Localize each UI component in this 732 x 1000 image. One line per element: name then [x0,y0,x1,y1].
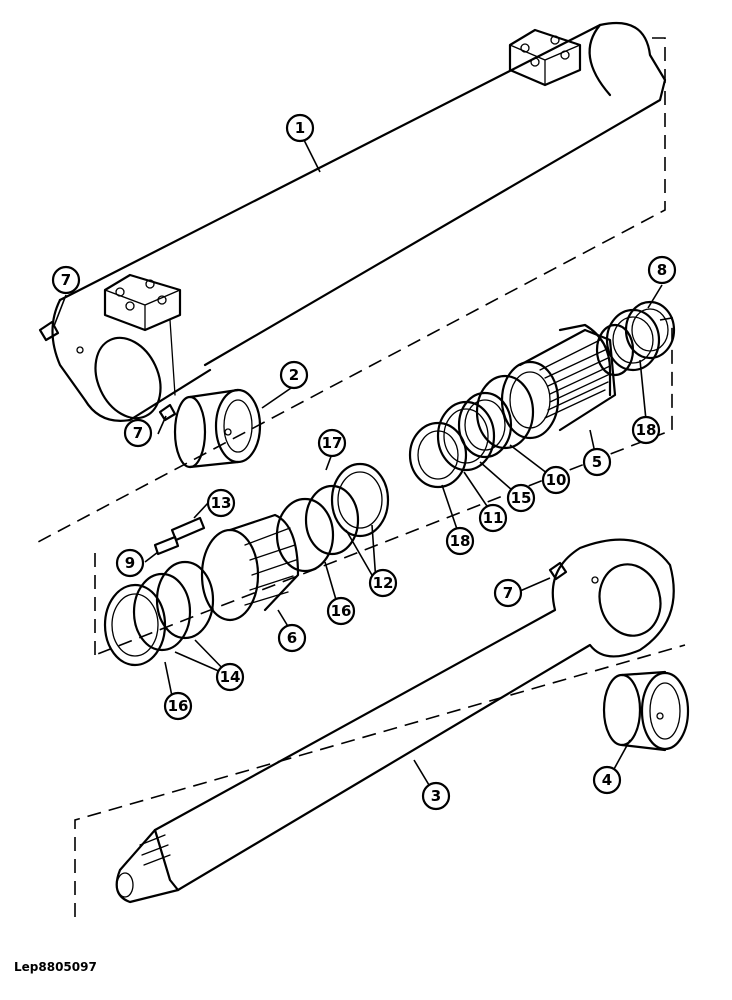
callout-7a: 7 [51,265,81,295]
callout-label: 7 [503,584,513,602]
boundary-rod [74,644,686,917]
callout-11: 11 [478,503,508,533]
pin [170,516,206,542]
callout-label: 11 [483,509,504,527]
callout-label: 10 [546,471,567,489]
callout-15: 15 [506,483,536,513]
callout-label: 7 [133,424,143,442]
callout-label: 18 [450,532,471,550]
callout-label: 16 [331,602,352,620]
boundary-head [94,317,673,656]
callout-label: 2 [289,366,299,384]
callout-label: 18 [636,421,657,439]
boundary-barrel [37,37,666,543]
callout-1: 1 [285,113,315,143]
head-rings [408,300,676,489]
callout-3: 3 [421,781,451,811]
drawing-reference: Lep8805097 [14,960,97,974]
callout-label: 14 [220,668,241,686]
callout-label: 1 [295,119,305,137]
callout-12: 12 [368,568,398,598]
rod-bushing [602,670,690,752]
callout-18a: 18 [631,415,661,445]
callout-16a: 16 [326,596,356,626]
cylinder-barrel [51,21,667,422]
callout-2: 2 [279,360,309,390]
callout-18b: 18 [445,526,475,556]
callout-13: 13 [206,488,236,518]
piston-assembly [103,462,390,667]
callout-10: 10 [541,465,571,495]
piston-rod [115,538,675,904]
callout-label: 3 [431,787,441,805]
callout-label: 17 [322,434,343,452]
callout-label: 13 [211,494,232,512]
callout-4: 4 [592,765,622,795]
callout-label: 5 [592,453,602,471]
callout-7b: 7 [123,418,153,448]
callout-label: 15 [511,489,532,507]
callout-8: 8 [647,255,677,285]
callout-label: 12 [373,574,394,592]
callout-label: 4 [602,771,612,789]
callout-label: 7 [61,271,71,289]
ring-18-left [408,421,468,489]
callout-5: 5 [582,447,612,477]
grease-fittings [38,320,568,581]
barrel-bushing [173,388,262,469]
callout-label: 6 [287,629,297,647]
callout-label: 16 [168,697,189,715]
callout-16b: 16 [163,691,193,721]
callout-7c: 7 [493,578,523,608]
set-screw [153,535,180,556]
callout-17: 17 [317,428,347,458]
callout-label: 9 [125,554,135,572]
callout-6: 6 [277,623,307,653]
callout-label: 8 [657,261,667,279]
callout-14: 14 [215,662,245,692]
callout-9: 9 [115,548,145,578]
